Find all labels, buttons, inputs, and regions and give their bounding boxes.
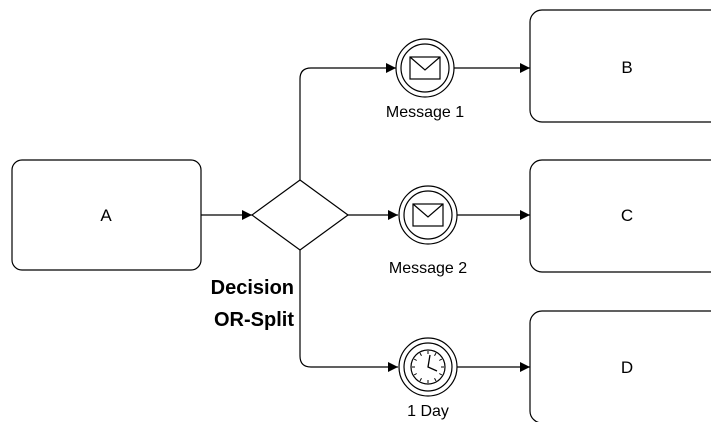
task-a[interactable]: A [11,159,202,271]
envelope-icon [412,203,444,227]
decision-or-split-gateway[interactable] [250,179,350,251]
message1-label: Message 1 [386,104,464,121]
task-c[interactable]: C [529,159,711,273]
envelope-icon [409,56,441,80]
gateway-label-line2: OR-Split [214,309,294,331]
flow-gateway-to-timer [299,250,398,372]
task-d[interactable]: D [529,310,711,424]
flow-gateway-to-message1 [299,63,396,180]
task-a-label: A [100,206,112,225]
task-b[interactable]: B [529,9,711,123]
timer-label: 1 Day [407,403,449,420]
timer-event[interactable] [398,337,458,397]
task-b-label: B [621,58,632,77]
message1-event[interactable] [395,38,455,98]
message2-event[interactable] [398,185,458,245]
clock-icon [410,349,446,385]
gateway-label-line1: Decision [211,277,294,299]
task-c-label: C [621,206,633,225]
message2-label: Message 2 [389,260,467,277]
task-d-label: D [621,358,633,377]
